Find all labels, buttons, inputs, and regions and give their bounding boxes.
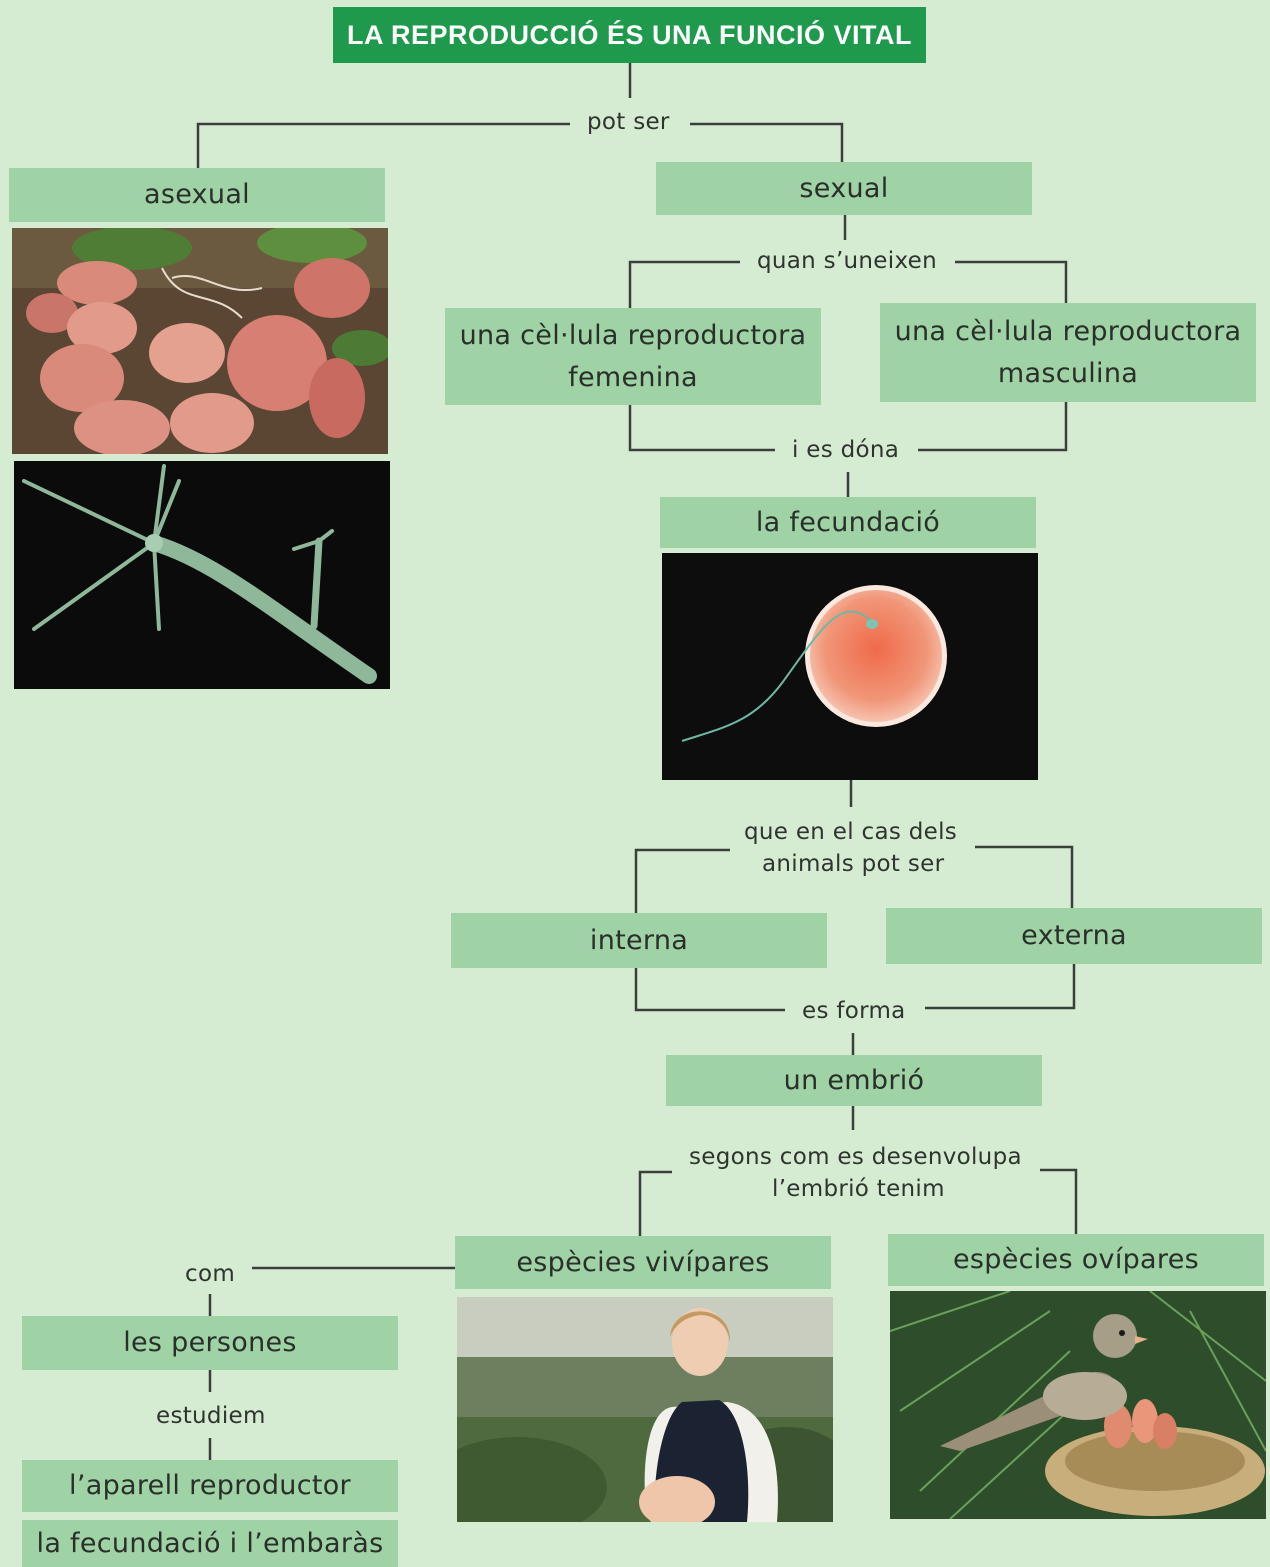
hydra-photo [14,461,390,689]
node-aparell: l’aparell reproductor [22,1460,398,1512]
node-fecundacio: la fecundació [660,497,1036,548]
node-femenina: una cèl·lula reproductora femenina [445,308,821,405]
node-asexual: asexual [9,168,385,222]
label-quan-uneixen: quan s’uneixen [745,245,949,277]
egg-sperm-photo [662,553,1038,780]
node-ovipares: espècies ovípares [888,1234,1264,1286]
label-es-forma: es forma [790,995,918,1027]
node-persones: les persones [22,1316,398,1370]
potatoes-photo [12,228,388,454]
node-femenina-line1: una cèl·lula reproductora [459,319,807,351]
pregnant-woman-photo [457,1297,833,1522]
node-externa: externa [886,908,1262,964]
node-vivipares: espècies vivípares [455,1236,831,1289]
label-animals-line2: animals pot ser [750,848,957,880]
label-animals-line1: que en el cas dels [732,816,970,848]
label-segons-line2: l’embrió tenim [760,1173,957,1205]
label-segons-line1: segons com es desenvolupa [677,1141,1034,1173]
node-masculina-line2: masculina [997,357,1139,389]
label-i-es-dona: i es dóna [780,434,912,466]
label-pot-ser: pot ser [575,106,682,138]
node-sexual: sexual [656,162,1032,215]
node-masculina: una cèl·lula reproductora masculina [880,303,1256,402]
node-embaras: la fecundació i l’embaràs [22,1520,398,1567]
label-com: com [173,1258,248,1290]
node-interna: interna [451,913,827,968]
bird-nest-photo [890,1291,1266,1519]
node-masculina-line1: una cèl·lula reproductora [894,315,1242,347]
diagram-title: LA REPRODUCCIÓ ÉS UNA FUNCIÓ VITAL [333,7,926,63]
node-embrio: un embrió [666,1055,1042,1106]
node-femenina-line2: femenina [568,361,698,393]
label-estudiem: estudiem [144,1400,278,1432]
